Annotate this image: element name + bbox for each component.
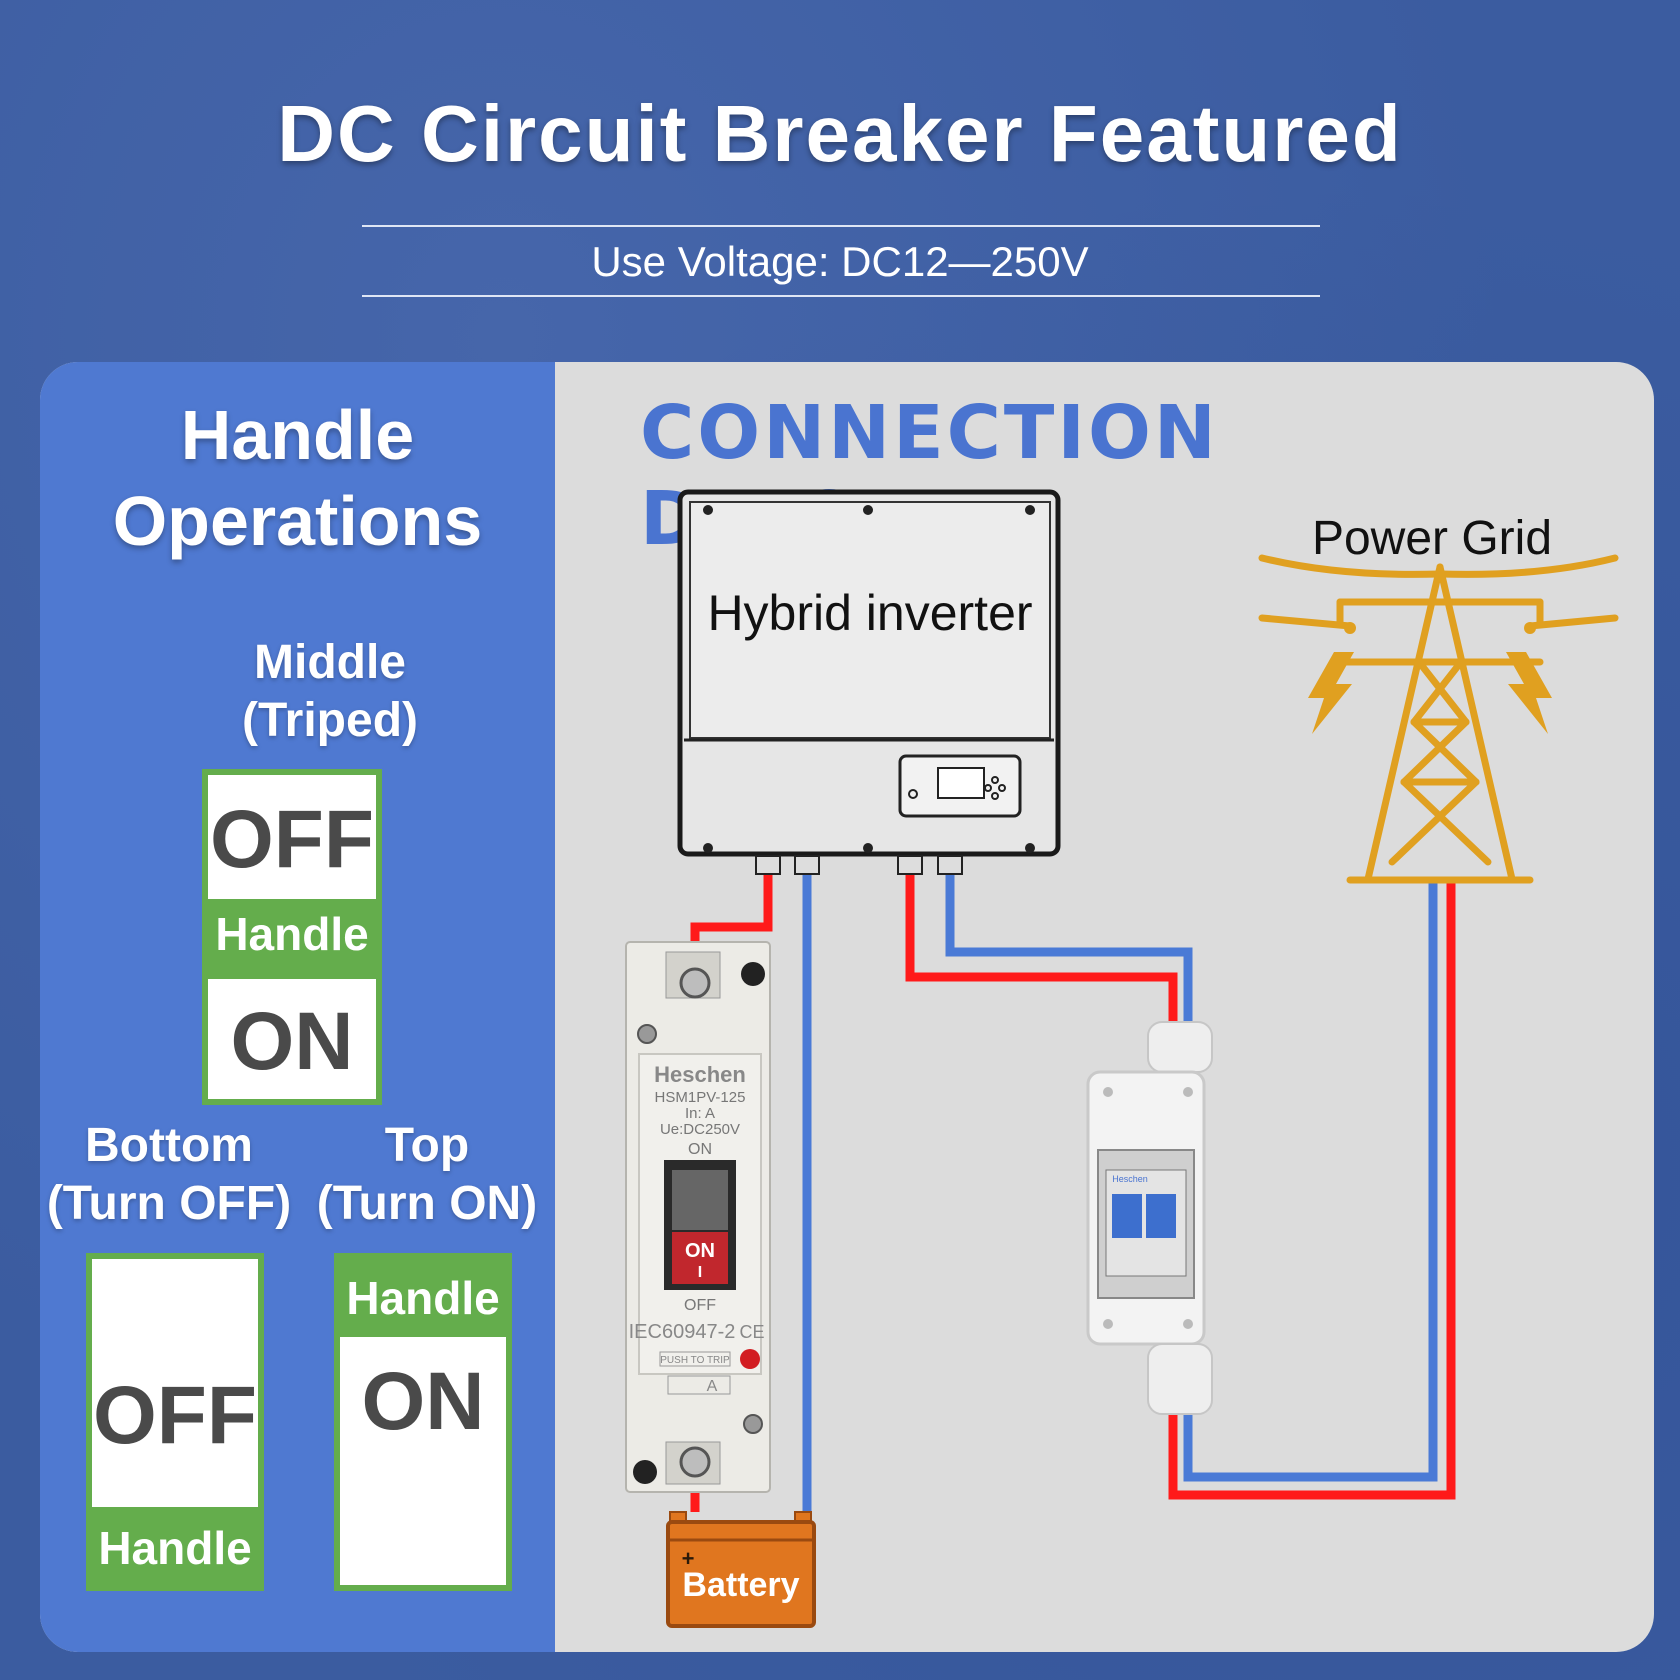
middle-on-slot: ON xyxy=(208,979,376,1099)
middle-label-line-2: (Triped) xyxy=(242,694,418,747)
breaker-model-text: HSM1PV-125 xyxy=(655,1089,746,1106)
middle-off-slot: OFF xyxy=(208,775,376,899)
power-grid-label: Power Grid xyxy=(1312,512,1552,565)
push-to-trip-button[interactable] xyxy=(740,1349,760,1369)
breaker-on-mark: ON xyxy=(688,1141,712,1158)
wiring xyxy=(690,870,1456,1512)
wire-inverter-isolator-neutral xyxy=(945,870,1193,1024)
breaker-handle-i-text: I xyxy=(698,1264,702,1281)
wire-inverter-isolator-live xyxy=(905,870,1178,1024)
bottom-off-slot: OFF xyxy=(92,1259,258,1507)
hybrid-inverter: Hybrid inverter xyxy=(677,489,1061,875)
isolator-handle-2[interactable] xyxy=(1146,1194,1176,1238)
top-label: Top (Turn ON) xyxy=(302,1117,552,1233)
title-divider-top xyxy=(362,225,1320,227)
breaker-off-mark: OFF xyxy=(684,1297,716,1314)
inverter-label: Hybrid inverter xyxy=(707,585,1032,641)
page-title: DC Circuit Breaker Featured xyxy=(277,89,1403,178)
handle-operations-title: Handle Operations xyxy=(40,392,555,564)
wire-isolator-grid-live xyxy=(1168,882,1456,1500)
battery-label: Battery xyxy=(682,1566,799,1604)
middle-off-text: OFF xyxy=(210,794,374,885)
top-on-text: ON xyxy=(361,1356,485,1447)
dc-circuit-breaker: Heschen HSM1PV-125 In: A Ue:DC250V ON ON… xyxy=(625,941,771,1493)
content-panel: Handle Operations Middle (Triped) OFF Ha… xyxy=(40,362,1654,1652)
power-grid-tower: Power Grid xyxy=(1258,512,1619,884)
isolator-handle-1[interactable] xyxy=(1112,1194,1142,1238)
battery: + Battery xyxy=(666,1511,816,1628)
battery-plus-sign: + xyxy=(682,1546,695,1571)
breaker-handle-on-text: ON xyxy=(685,1240,715,1262)
breaker-rating-text: In: A xyxy=(685,1105,715,1122)
dc-isolator-switch-box: Heschen xyxy=(1086,1021,1213,1415)
title-line-2: Operations xyxy=(112,482,483,560)
breaker-push-to-trip-label: PUSH TO TRIP xyxy=(660,1355,730,1366)
breaker-brand-text: Heschen xyxy=(654,1062,746,1087)
bottom-label-line-2: (Turn OFF) xyxy=(46,1177,292,1230)
inverter-screen xyxy=(937,767,985,799)
title-divider-bottom xyxy=(362,295,1320,297)
top-label-line-2: (Turn ON) xyxy=(316,1177,538,1230)
middle-label: Middle (Triped) xyxy=(120,634,540,750)
wire-isolator-grid-neutral xyxy=(1183,882,1438,1482)
title-line-1: Handle xyxy=(180,396,415,474)
handle-operations-section: Handle Operations Middle (Triped) OFF Ha… xyxy=(40,362,555,1652)
connection-diagram: Hybrid inverter Heschen xyxy=(625,489,1619,1628)
inverter-cable-glands xyxy=(755,855,963,875)
voltage-subtitle: Use Voltage: DC12—250V xyxy=(591,238,1089,285)
top-handle-text: Handle xyxy=(346,1272,500,1324)
lightning-bolt-left-icon xyxy=(1308,652,1354,734)
breaker-amp-label: A xyxy=(707,1378,718,1395)
bottom-switch-diagram: OFF Handle xyxy=(86,1253,264,1591)
isolator-brand-text: Heschen xyxy=(1112,1174,1148,1184)
bottom-label: Bottom (Turn OFF) xyxy=(40,1117,298,1233)
breaker-on-indicator xyxy=(672,1232,728,1284)
lightning-bolt-right-icon xyxy=(1506,652,1552,734)
middle-on-text: ON xyxy=(230,996,354,1087)
middle-label-line-1: Middle xyxy=(254,636,406,689)
top-label-line-1: Top xyxy=(384,1119,470,1172)
middle-handle-text: Handle xyxy=(215,908,369,960)
breaker-ce-mark: CE xyxy=(739,1322,764,1342)
breaker-handle[interactable] xyxy=(672,1170,728,1230)
breaker-standard-text: IEC60947-2 xyxy=(629,1321,736,1343)
top-switch-diagram: Handle ON xyxy=(334,1253,512,1591)
bottom-label-line-1: Bottom xyxy=(85,1119,253,1172)
top-on-slot: ON xyxy=(340,1337,506,1585)
middle-switch-diagram: OFF Handle ON xyxy=(202,769,382,1105)
breaker-voltage-text: Ue:DC250V xyxy=(660,1121,740,1138)
bottom-off-text: OFF xyxy=(93,1370,257,1461)
bottom-handle-text: Handle xyxy=(98,1522,252,1574)
